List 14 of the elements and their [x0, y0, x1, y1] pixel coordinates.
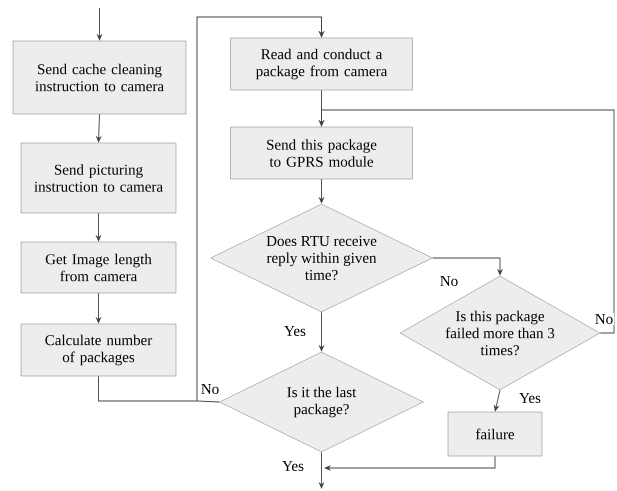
- arrow: [196, 16, 325, 402]
- process-box: Send cache cleaning instruction to camera: [12, 40, 186, 114]
- process-box: Send this package to GPRS module: [230, 126, 413, 180]
- edge-label: No: [438, 275, 460, 287]
- process-box: Send picturing instruction to camera: [20, 142, 176, 214]
- process-box: Calculate number of packages: [20, 324, 176, 376]
- process-box: Read and conduct a package from camera: [230, 38, 413, 90]
- process-box: Get Image length from camera: [20, 242, 176, 294]
- edge-label: Yes: [283, 325, 307, 337]
- process-box: failure: [448, 412, 542, 456]
- edge-label: Yes: [281, 460, 305, 472]
- edge-label: No: [594, 313, 614, 325]
- edge-label: Yes: [518, 392, 542, 404]
- edge-label: No: [200, 383, 220, 395]
